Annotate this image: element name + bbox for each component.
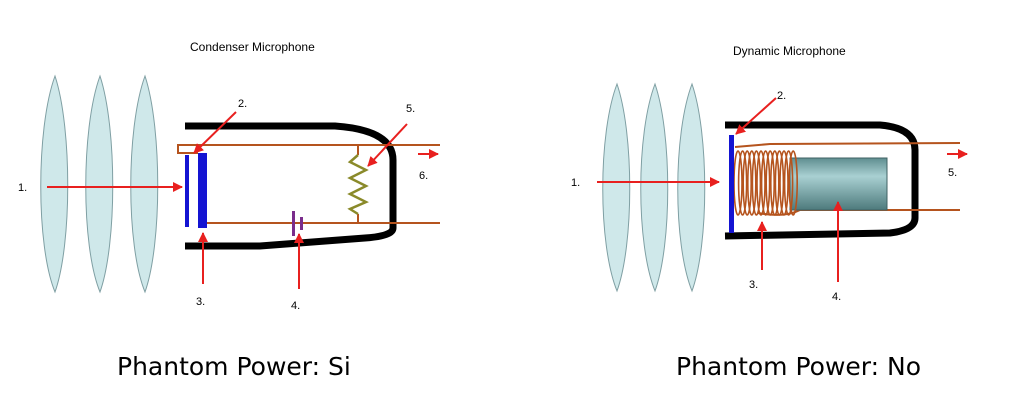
label-1: 1. [18,182,27,194]
sound-wave [85,74,114,294]
condenser-body [185,122,397,250]
label-4: 4. [291,300,300,312]
label-3: 3. [749,279,758,291]
coil-loop [746,150,757,216]
coil-loop [760,150,771,216]
sound-wave [40,74,69,294]
battery [292,211,303,236]
dynamic-diaphragm [729,135,734,233]
sound-wave [130,74,159,294]
arrow-5 [367,123,408,167]
resistor [347,154,369,216]
voice-coil [733,150,799,216]
coil-loop [783,150,794,216]
coil-loop [769,150,780,216]
condenser-wires [177,144,440,224]
arrow-2 [193,111,237,154]
label-2: 2. [238,98,247,110]
dynamic-sound-waves [602,82,706,293]
coil-loop [779,150,789,216]
condenser-arrows [47,111,439,289]
dynamic-arrows [597,97,968,282]
label-5: 5. [406,103,415,115]
dynamic-title: Dynamic Microphone [733,44,846,58]
diaphragm [185,155,189,227]
condenser-diagram: Condenser Microphone [18,40,440,312]
coil-loop [765,150,776,216]
label-3: 3. [196,296,205,308]
sound-wave [677,82,706,293]
condenser-title: Condenser Microphone [190,40,315,54]
backplate [198,153,207,228]
coil-loop [737,150,748,216]
dynamic-phantom-power-caption: Phantom Power: No [676,352,921,381]
dynamic-body [724,121,919,240]
sound-wave [640,82,669,293]
coil-loop [788,150,799,216]
label-4: 4. [832,291,841,303]
coil-loop [774,150,785,216]
sound-wave [602,82,631,293]
label-2: 2. [777,90,786,102]
coil-loop [742,150,753,216]
label-5: 5. [948,167,957,179]
condenser-phantom-power-caption: Phantom Power: Si [117,352,351,381]
label-6: 6. [419,170,428,182]
label-1: 1. [571,177,580,189]
dynamic-diagram: Dynamic Microphone 1. 2. [571,44,968,303]
coil-loop [751,150,762,216]
condenser-sound-waves [40,74,159,294]
arrow-2 [735,97,777,135]
coil-loop [756,150,766,216]
